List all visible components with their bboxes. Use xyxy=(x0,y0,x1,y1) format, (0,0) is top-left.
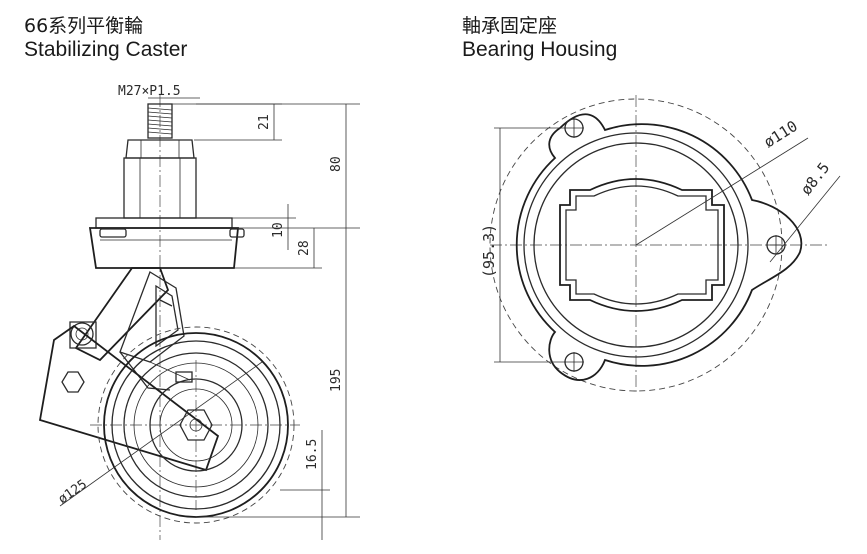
axle-nut xyxy=(179,409,213,441)
threaded-stud xyxy=(147,103,173,139)
dim-thread-label: M27×P1.5 xyxy=(118,84,181,99)
dim-plate-height: 28 xyxy=(297,240,312,256)
dim-stem-height: 80 xyxy=(329,156,344,172)
dim-hole-diameter: ø8.5 xyxy=(797,159,833,199)
outer-ring xyxy=(523,132,749,358)
caster-drawing: M27×P1.5 21 80 10 28 195 xyxy=(38,84,360,540)
side-link xyxy=(38,324,220,472)
caster-title-zh: 66系列平衡輪 xyxy=(24,15,144,37)
dim-hole-span: (95.3) xyxy=(480,224,498,278)
housing-title-en: Bearing Housing xyxy=(462,37,618,61)
hex-bolt-head xyxy=(61,371,85,393)
housing-title-zh: 軸承固定座 xyxy=(462,15,558,37)
dim-wheel-offset: 16.5 xyxy=(305,439,320,470)
top-plate xyxy=(88,217,245,269)
dim-plate-thickness: 10 xyxy=(271,222,286,238)
dim-wheel-diameter: ø125 xyxy=(56,477,90,507)
housing-title: 軸承固定座 Bearing Housing xyxy=(462,15,618,62)
caster-title-en: Stabilizing Caster xyxy=(24,37,188,61)
housing-drawing: (95.3) ø110 ø8.5 xyxy=(480,95,841,395)
dim-thread-length: 21 xyxy=(257,114,272,130)
pivot-bolt xyxy=(69,321,97,349)
dim-lower-height: 195 xyxy=(329,369,344,392)
caster-title: 66系列平衡輪 Stabilizing Caster xyxy=(24,15,188,62)
inner-ring xyxy=(533,142,739,348)
flange-outline xyxy=(515,113,803,381)
wheel xyxy=(97,326,295,524)
center-cutout xyxy=(559,178,725,312)
